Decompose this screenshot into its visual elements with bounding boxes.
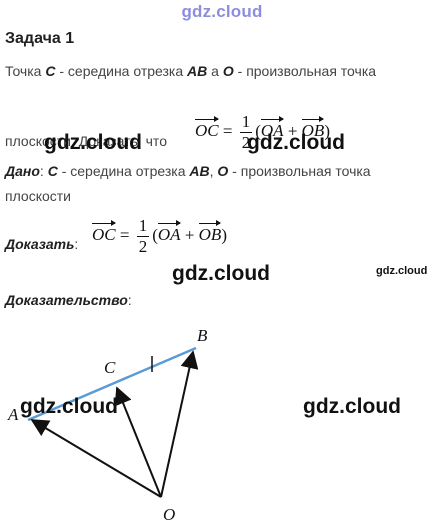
text-fragment: - произвольная точка [233,63,377,79]
label-a: A [7,405,19,424]
vector-oa: OA [157,220,181,245]
point-o: O [217,163,229,179]
vector-ob: OB [301,116,325,141]
text-fragment: - середина отрезка [55,63,188,79]
vector-oa: OA [260,116,284,141]
text-fragment: Точка [5,63,46,79]
prove-label: Доказать [5,236,75,252]
paren-close: ) [221,225,227,245]
denominator: 2 [138,237,148,256]
equals-sign: = [222,121,233,141]
segment-ab: AB [189,163,210,179]
proof-line: Доказательство: [5,292,132,308]
vector-oc: OC [92,220,116,245]
proof-label: Доказательство [5,292,128,308]
plus-sign: + [287,121,298,141]
watermark: gdz.cloud [20,395,118,418]
text-fragment: : [74,236,79,252]
statement-line-2: плоскости. Доказать, что [5,133,167,149]
text-fragment: а [207,63,223,79]
segment-ab-line [27,346,197,422]
point-o: O [222,63,234,79]
text-fragment: - произвольная точка [228,163,371,179]
task-title: Задача 1 [5,30,75,47]
label-c: C [104,358,116,377]
vector-ob-arrow [160,350,199,498]
statement-line-1: Точка C - середина отрезка AB а O - прои… [5,63,376,79]
text-fragment: : [127,292,132,308]
equals-sign: = [119,225,130,245]
label-o: O [163,505,175,524]
watermark: gdz.cloud [247,131,345,154]
paren-close: ) [324,121,330,141]
text-fragment: : [39,163,44,179]
numerator: 1 [239,112,253,133]
paren-open: ( [255,121,261,141]
vector-oa-arrow [30,419,162,498]
segment-ab: AB [187,63,208,79]
numerator: 1 [136,216,150,237]
point-c: C [47,163,58,179]
given-line-1: Дано: C - середина отрезка AB, O - произ… [5,163,371,179]
text-fragment: , [209,163,218,179]
site-logo[interactable]: gdz.cloud [181,2,263,21]
given-line-2: плоскости [5,188,71,204]
given-label: Дано [5,163,40,179]
watermark: gdz.cloud [303,395,401,418]
vector-oc-arrow [114,386,162,498]
denominator: 2 [241,133,251,152]
watermark: gdz.cloud [172,262,270,285]
paren-open: ( [152,225,158,245]
watermark: gdz.cloud [44,131,142,154]
text-fragment: - середина отрезка [57,163,190,179]
plus-sign: + [184,225,195,245]
label-b: B [197,326,208,345]
vector-oc: OC [195,116,219,141]
prove-line: Доказать: [5,236,78,252]
watermark: gdz.cloud [376,265,428,277]
vector-ob: OB [198,220,222,245]
point-c: C [45,63,56,79]
